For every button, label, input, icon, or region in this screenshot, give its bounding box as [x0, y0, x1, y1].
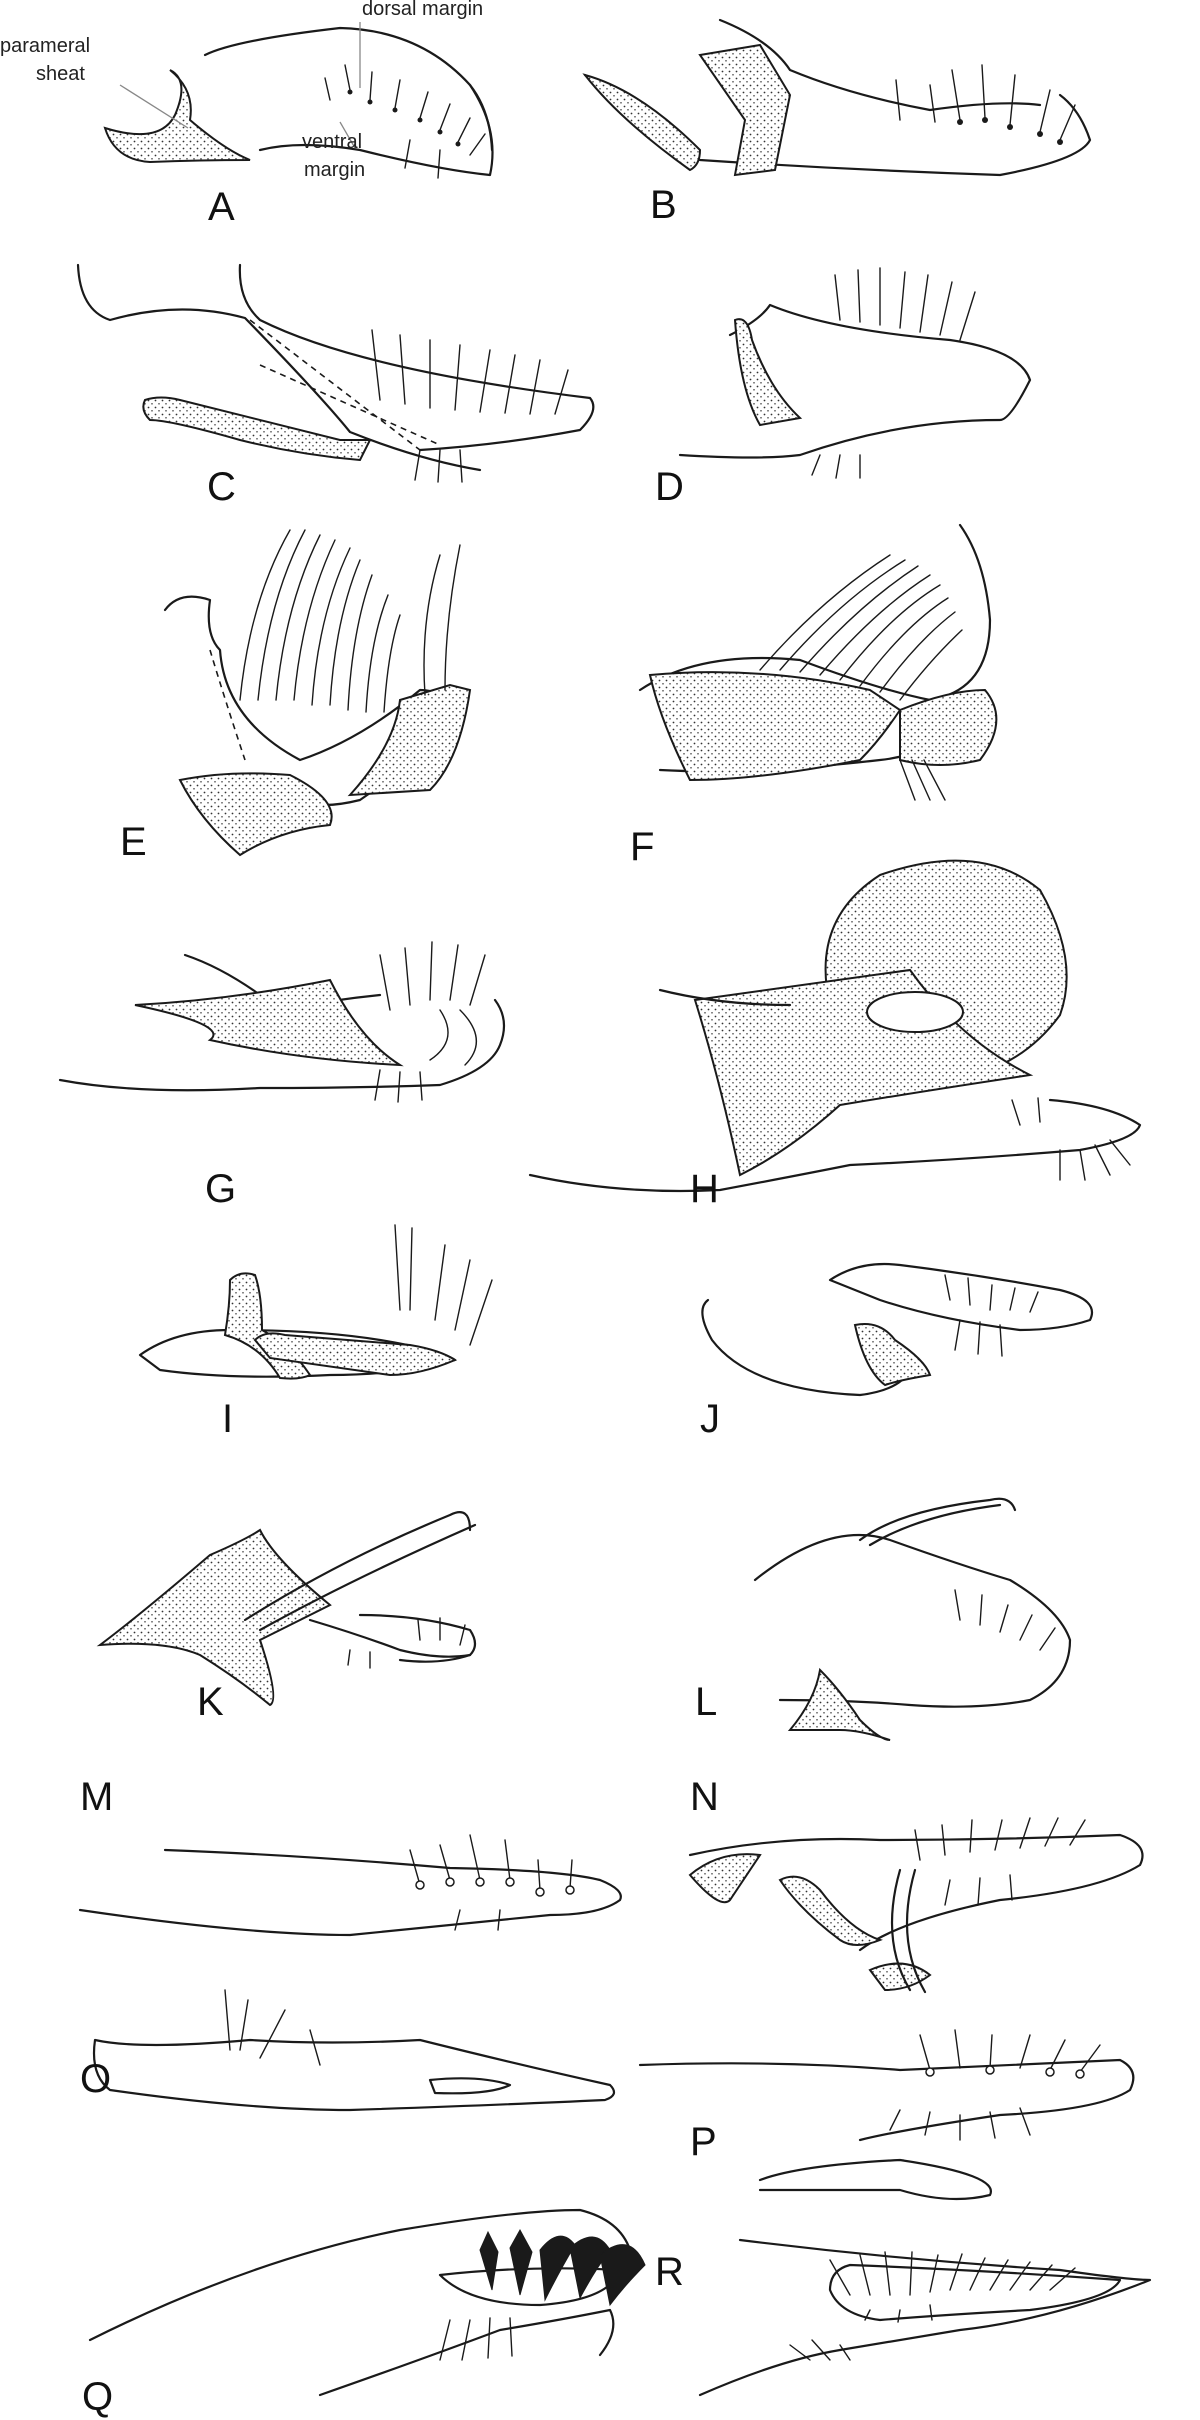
- drawing-J: [701, 1262, 1093, 1397]
- leader-ventral-margin: [339, 121, 356, 149]
- drawing-R: [698, 2238, 1152, 2397]
- panel-label-J: J: [700, 1397, 720, 1441]
- drawing-A: [103, 26, 494, 179]
- drawing-K: [96, 1511, 477, 1707]
- drawing-F: [638, 523, 998, 801]
- panel-label-I: I: [222, 1397, 233, 1441]
- label-dorsal-margin: dorsal margin: [362, 0, 483, 20]
- panel-label-Q: Q: [82, 2375, 113, 2419]
- panel-label-H: H: [690, 1167, 719, 1211]
- drawing-E: [163, 529, 472, 857]
- drawing-O: [92, 1989, 616, 2112]
- panel-label-B: B: [650, 183, 677, 227]
- drawing-C: [76, 263, 595, 483]
- panel-label-K: K: [197, 1680, 224, 1724]
- drawing-D: [678, 267, 1032, 479]
- panel-label-R: R: [655, 2250, 684, 2294]
- panel-label-C: C: [207, 465, 236, 509]
- label-paramereal-sheat-2: sheat: [36, 63, 85, 85]
- panel-label-A: A: [208, 185, 235, 229]
- leader-paramereal-sheat: [119, 84, 189, 129]
- label-paramereal-sheat-1: parameral: [0, 35, 90, 57]
- drawing-G: [58, 941, 506, 1103]
- drawing-Q: [88, 2208, 646, 2397]
- panel-label-P: P: [690, 2120, 717, 2164]
- panel-label-F: F: [630, 825, 654, 869]
- drawing-H: [528, 859, 1142, 1193]
- drawing-P: [638, 2029, 1135, 2201]
- panel-label-L: L: [695, 1680, 717, 1724]
- drawing-N: [688, 1817, 1144, 1994]
- panel-label-D: D: [655, 465, 684, 509]
- drawing-M: [78, 1834, 622, 1937]
- label-ventral-margin-2: margin: [304, 159, 365, 181]
- panel-label-G: G: [205, 1167, 236, 1211]
- panel-label-N: N: [690, 1775, 719, 1819]
- drawing-B: [582, 18, 1092, 177]
- drawing-I: [138, 1224, 493, 1380]
- panel-label-E: E: [120, 820, 147, 864]
- panel-letters: A B C D E F G H I J K L M N O P Q R: [80, 183, 720, 2419]
- drawing-L: [753, 1497, 1072, 1741]
- panel-label-O: O: [80, 2057, 111, 2101]
- label-ventral-margin-1: ventral: [302, 131, 362, 153]
- panel-label-M: M: [80, 1775, 113, 1819]
